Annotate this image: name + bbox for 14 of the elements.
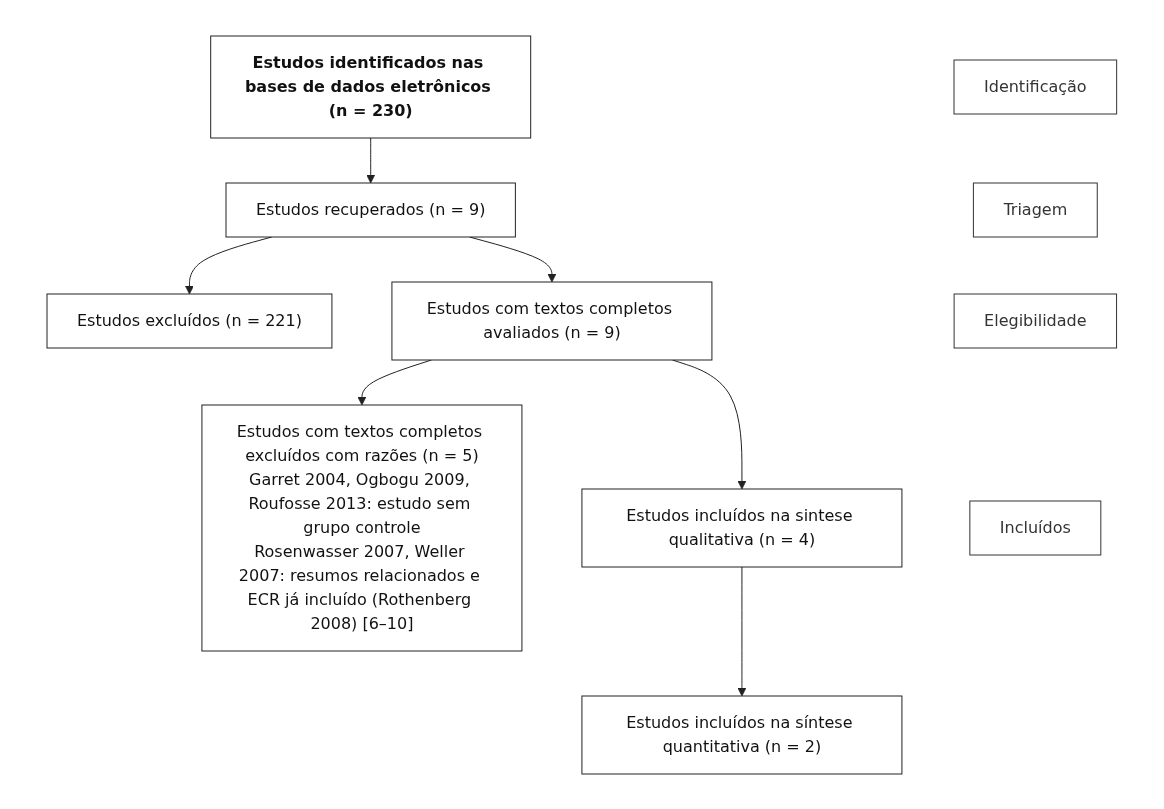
arrow	[737, 566, 747, 696]
node-box: Estudos incluídos na síntese quantitativa (n = 2)	[581, 695, 903, 774]
node-box: Estudos com textos completos excluídos com razões (n = 5) Garret 2004, Ogbogu 2009, Roufosse 2013: estudo sem grupo controle Rosenwasser 2007, Weller 2007: resumos relacionados e ECR já incluído (Rothenberg 2008) [6–10]	[201, 404, 523, 651]
node-box: Estudos excluídos (n = 221)	[46, 293, 333, 348]
node-box: Estudos recuperados (n = 9)	[225, 182, 517, 237]
node-box: Incluídos	[969, 500, 1102, 555]
node-box: Identificação	[953, 59, 1118, 114]
node-box: Estudos identificados nas bases de dados eletrônicos (n = 230)	[210, 35, 532, 138]
arrow	[366, 137, 376, 183]
node-box: Estudos com textos completos avaliados (n = 9)	[391, 281, 713, 360]
node-box: Triagem	[973, 182, 1098, 237]
node-box: Estudos incluídos na sintese qualitativa (n = 4)	[581, 488, 903, 567]
arrow	[672, 359, 747, 489]
node-box: Elegibilidade	[953, 293, 1118, 348]
